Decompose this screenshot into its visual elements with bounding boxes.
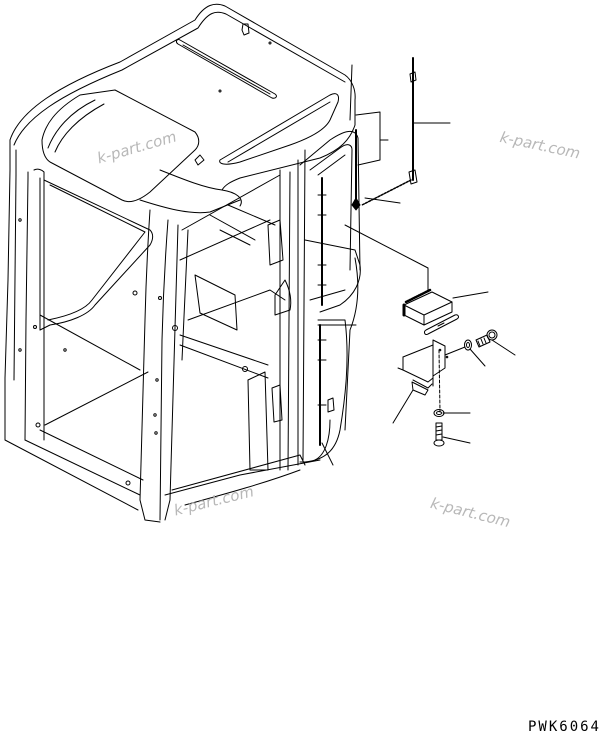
leader-lines [317, 64, 516, 466]
bolt-2 [433, 422, 445, 447]
cab-frame [4, 3, 381, 523]
clip [424, 314, 459, 335]
bolt-1 [475, 329, 498, 348]
bracket [397, 339, 449, 413]
washer-1 [444, 339, 472, 356]
relay-box [402, 288, 453, 326]
antenna-lead [361, 57, 418, 206]
drawing-code: PWK6064 [527, 719, 601, 735]
